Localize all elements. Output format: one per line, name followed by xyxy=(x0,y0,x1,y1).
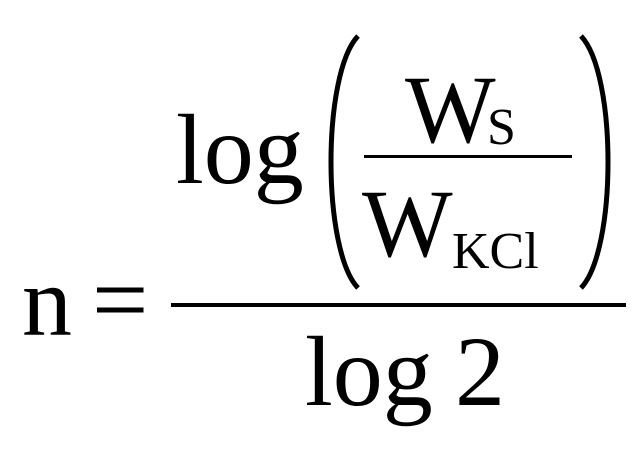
inner-fraction-bar xyxy=(364,155,572,158)
equals-sign: = xyxy=(92,244,149,355)
numerator-w: W xyxy=(405,56,496,163)
denominator-w: W xyxy=(362,170,453,277)
subscript-s: S xyxy=(487,99,516,156)
denominator-two: 2 xyxy=(455,316,505,427)
numerator-log: log xyxy=(176,94,304,205)
denominator-log: log xyxy=(305,316,433,427)
left-parenthesis xyxy=(328,34,360,290)
subscript-kcl: KCl xyxy=(452,223,539,280)
variable-n: n xyxy=(22,246,72,357)
right-parenthesis xyxy=(579,34,611,290)
main-fraction-bar xyxy=(171,303,626,307)
